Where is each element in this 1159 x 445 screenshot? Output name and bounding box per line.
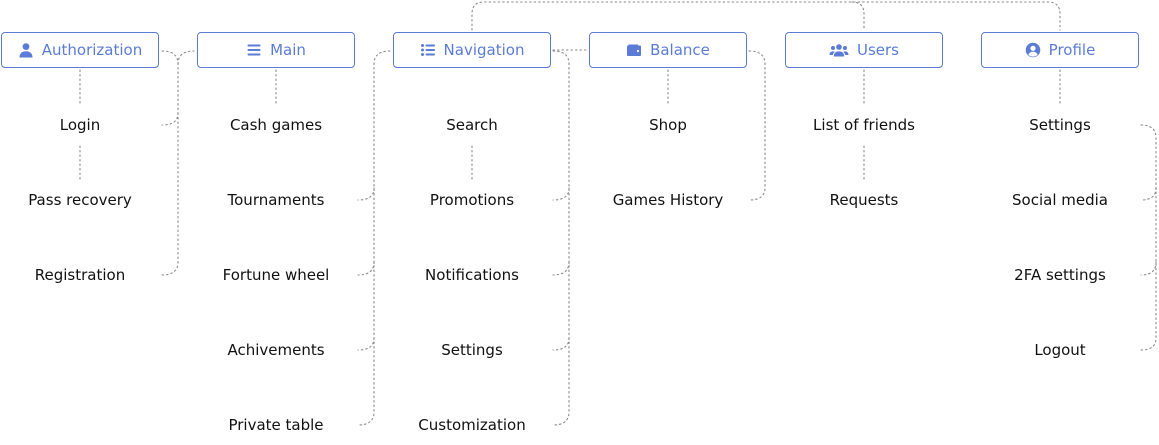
connector-line	[552, 337, 570, 351]
screen-games-history[interactable]: Games History	[612, 191, 724, 209]
connector-line	[471, 1, 1061, 31]
section-users[interactable]: Users	[785, 32, 943, 68]
menu-icon	[247, 44, 261, 56]
connector-line	[552, 50, 570, 426]
connector-line	[1140, 261, 1157, 276]
screen-shop[interactable]: Shop	[649, 116, 687, 134]
users-icon	[829, 44, 849, 57]
screen-list-of-friends[interactable]: List of friends	[813, 116, 915, 134]
section-title: Authorization	[41, 41, 143, 59]
screen-settings[interactable]: Settings	[441, 341, 503, 359]
section-title: Users	[856, 41, 899, 59]
screen-registration[interactable]: Registration	[34, 266, 126, 284]
screen-login[interactable]: Login	[59, 116, 101, 134]
user-circle-icon	[1025, 42, 1040, 58]
screen-cash-games[interactable]: Cash games	[229, 116, 323, 134]
section-main[interactable]: Main	[197, 32, 355, 68]
connector-line	[177, 50, 195, 65]
connector-line	[552, 261, 570, 276]
connector-line	[357, 261, 375, 276]
section-title: Navigation	[443, 41, 525, 59]
screen-achivements[interactable]: Achivements	[227, 341, 325, 359]
connector-line	[851, 1, 865, 31]
connector-line	[1140, 124, 1157, 351]
wallet-icon	[627, 44, 642, 56]
screen-promotions[interactable]: Promotions	[429, 191, 515, 209]
connector-line	[748, 50, 766, 201]
screen-2fa-settings[interactable]: 2FA settings	[1014, 266, 1106, 284]
connector-line	[161, 50, 179, 126]
screen-notifications[interactable]: Notifications	[425, 266, 519, 284]
screen-logout[interactable]: Logout	[1034, 341, 1086, 359]
section-profile[interactable]: Profile	[981, 32, 1139, 68]
section-title: Main	[270, 41, 306, 59]
screen-customization[interactable]: Customization	[418, 416, 526, 434]
screen-social-media[interactable]: Social media	[1012, 191, 1108, 209]
section-title: Balance	[650, 41, 710, 59]
connector-line	[1140, 187, 1157, 201]
screen-fortune-wheel[interactable]: Fortune wheel	[222, 266, 330, 284]
section-balance[interactable]: Balance	[589, 32, 747, 68]
screen-requests[interactable]: Requests	[829, 191, 899, 209]
connector-line	[357, 50, 391, 426]
screen-search[interactable]: Search	[446, 116, 498, 134]
screen-profile-settings[interactable]: Settings	[1029, 116, 1091, 134]
section-authorization[interactable]: Authorization	[1, 32, 159, 68]
screen-private-table[interactable]: Private table	[228, 416, 324, 434]
section-navigation[interactable]: Navigation	[393, 32, 551, 68]
screen-pass-recovery[interactable]: Pass recovery	[28, 191, 132, 209]
section-title: Profile	[1048, 41, 1096, 59]
connector-line	[357, 187, 375, 201]
user-icon	[19, 43, 33, 58]
connector-line	[161, 112, 179, 276]
list-icon	[420, 44, 435, 56]
connector-line	[357, 337, 375, 351]
connector-line	[552, 187, 570, 201]
screen-tournaments[interactable]: Tournaments	[227, 191, 325, 209]
